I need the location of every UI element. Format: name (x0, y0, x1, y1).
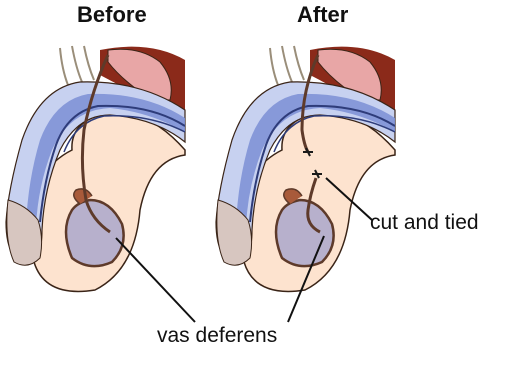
panel-title-before: Before (77, 2, 147, 28)
after-anatomy (216, 46, 395, 291)
label-vas-deferens: vas deferens (157, 324, 277, 348)
vas-leader-before (116, 238, 195, 322)
label-cut-and-tied: cut and tied (370, 211, 479, 235)
before-anatomy (6, 46, 185, 291)
panel-title-after: After (297, 2, 348, 28)
